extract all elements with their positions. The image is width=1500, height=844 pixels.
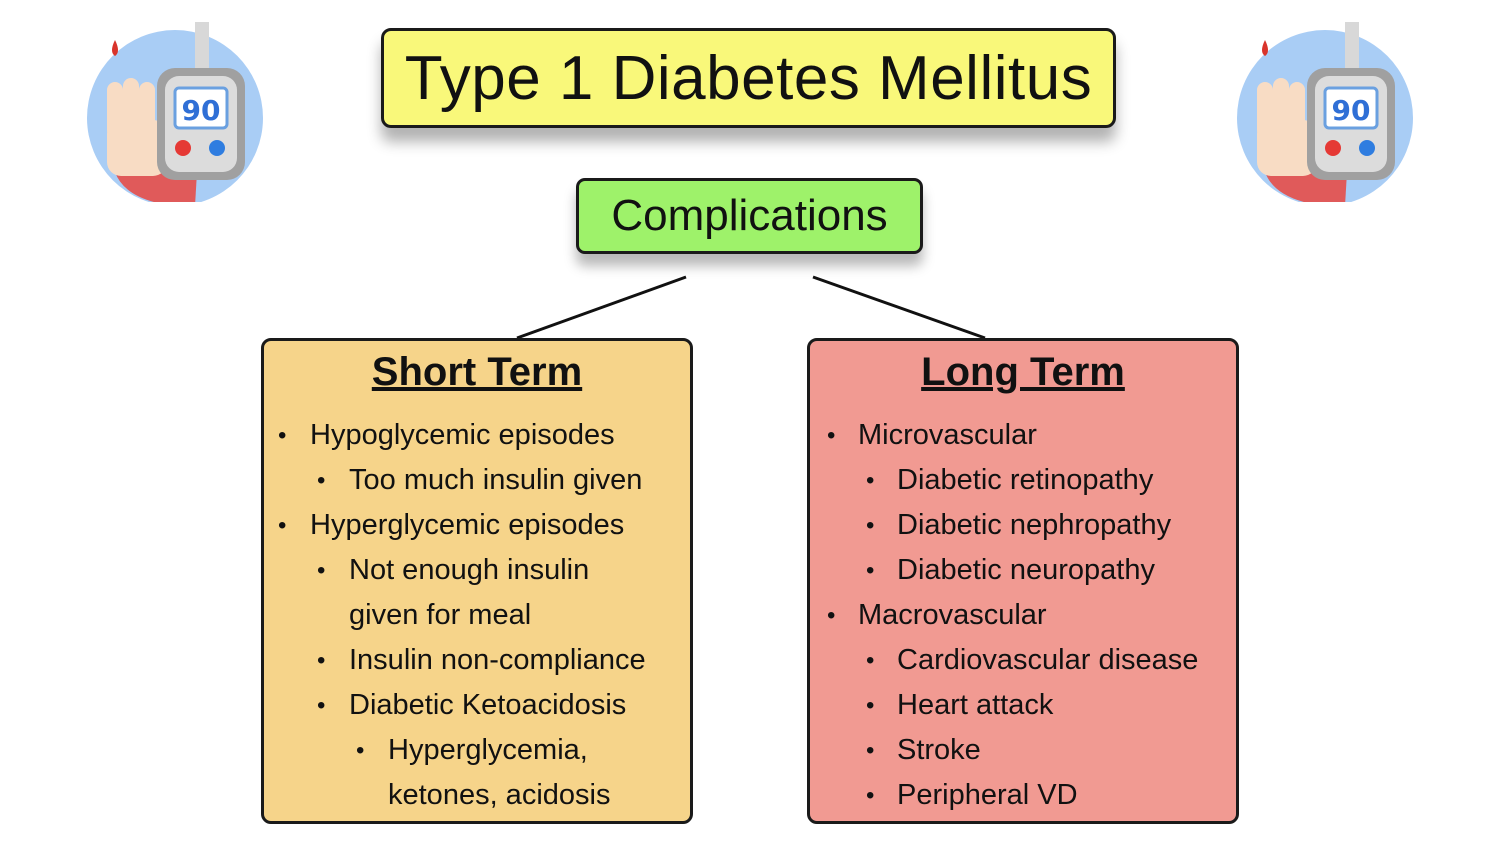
list-item: Insulin non-compliance bbox=[264, 638, 690, 683]
list-item: Cardiovascular disease bbox=[810, 638, 1236, 683]
list-item: given for meal bbox=[349, 599, 532, 631]
list-item: Too much insulin given bbox=[264, 458, 690, 503]
glucose-meter-icon: 90 bbox=[87, 22, 263, 202]
list-item: Stroke bbox=[810, 728, 1236, 773]
list-item: Diabetic Ketoacidosis bbox=[264, 683, 690, 728]
list-item: Diabetic neuropathy bbox=[810, 548, 1236, 593]
list-item: Hyperglycemic episodes bbox=[264, 503, 690, 548]
list-item: Macrovascular bbox=[810, 593, 1236, 638]
connector-right bbox=[812, 275, 986, 340]
list-item: Not enough insulin bbox=[264, 548, 690, 593]
long-term-heading: Long Term bbox=[921, 350, 1125, 394]
title-box: Type 1 Diabetes Mellitus bbox=[381, 28, 1116, 128]
list-item: Diabetic retinopathy bbox=[810, 458, 1236, 503]
list-item: Peripheral VD bbox=[810, 773, 1236, 818]
svg-text:90: 90 bbox=[182, 94, 221, 127]
list-item: Hyperglycemia, bbox=[264, 728, 690, 773]
connector-left bbox=[516, 275, 687, 340]
glucose-meter-icon: 90 bbox=[1237, 22, 1413, 202]
svg-text:90: 90 bbox=[1332, 94, 1371, 127]
long-term-list: MicrovascularDiabetic retinopathyDiabeti… bbox=[810, 413, 1236, 818]
long-term-panel: Long Term MicrovascularDiabetic retinopa… bbox=[807, 338, 1239, 824]
list-item: ketones, acidosis bbox=[388, 779, 611, 811]
list-item: Diabetic nephropathy bbox=[810, 503, 1236, 548]
short-term-panel: Short Term Hypoglycemic episodesToo much… bbox=[261, 338, 693, 824]
list-item: Heart attack bbox=[810, 683, 1236, 728]
list-item: Hypoglycemic episodes bbox=[264, 413, 690, 458]
short-term-list: Hypoglycemic episodesToo much insulin gi… bbox=[264, 413, 690, 818]
short-term-heading: Short Term bbox=[371, 350, 583, 394]
page-title: Type 1 Diabetes Mellitus bbox=[404, 43, 1093, 113]
list-item: Microvascular bbox=[810, 413, 1236, 458]
complications-label: Complications bbox=[611, 191, 888, 240]
complications-node: Complications bbox=[576, 178, 923, 254]
